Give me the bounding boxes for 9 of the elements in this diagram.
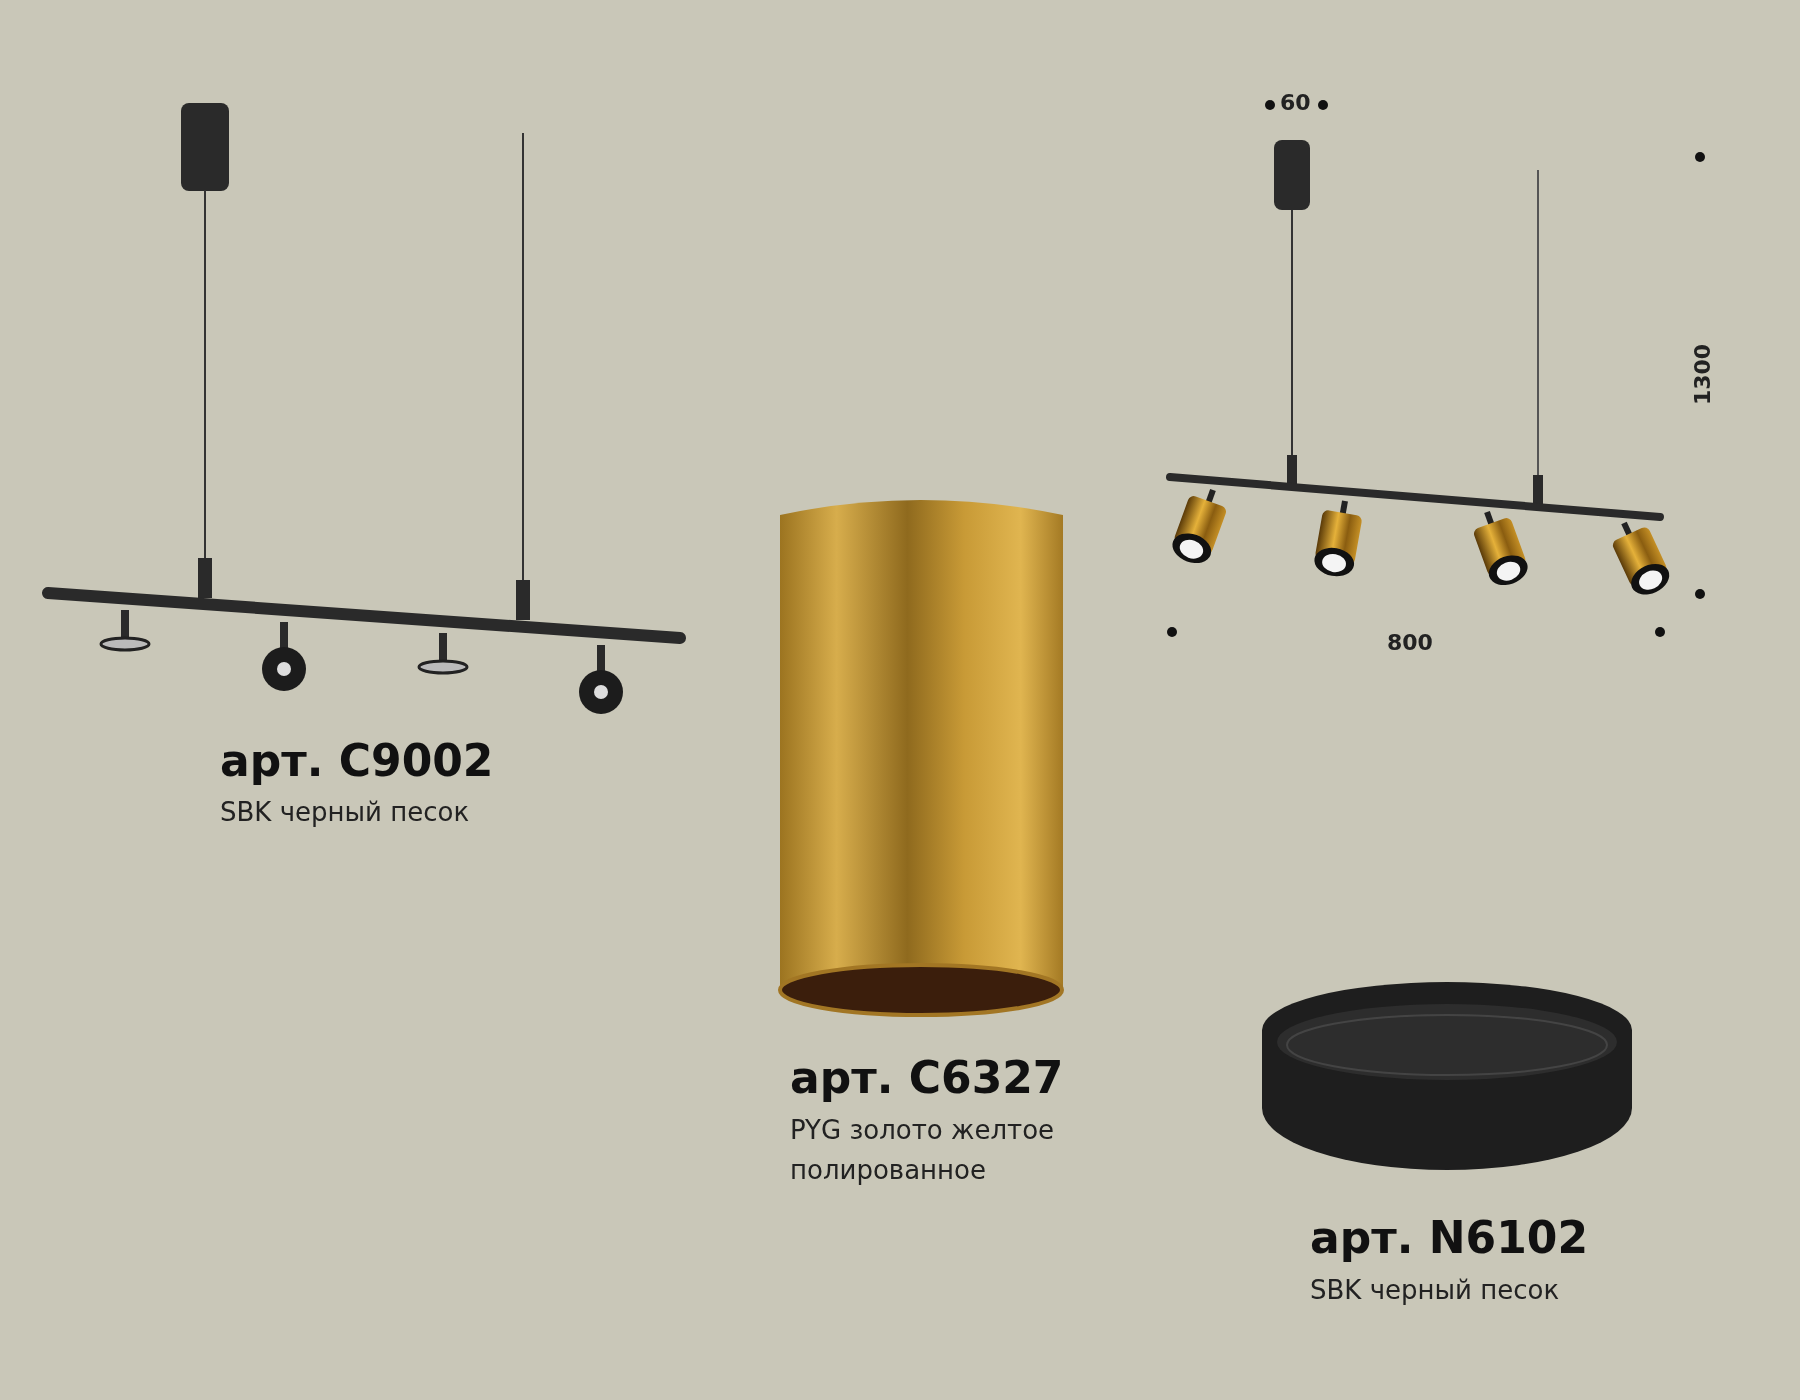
article-number: арт. C6327 [790, 1052, 1064, 1103]
finish-description: SBK черный песок [1310, 1274, 1560, 1307]
finish-description: SBK черный песок [220, 796, 470, 829]
finish-description: PYG золото желтое полированное [790, 1114, 1056, 1187]
article-number: арт. C9002 [220, 735, 494, 786]
dimension-label: 800 [1387, 630, 1433, 655]
article-number: арт. N6102 [1310, 1212, 1588, 1263]
dimension-label: 1300 [1690, 343, 1716, 406]
dimension-label: 60 [1280, 90, 1311, 115]
